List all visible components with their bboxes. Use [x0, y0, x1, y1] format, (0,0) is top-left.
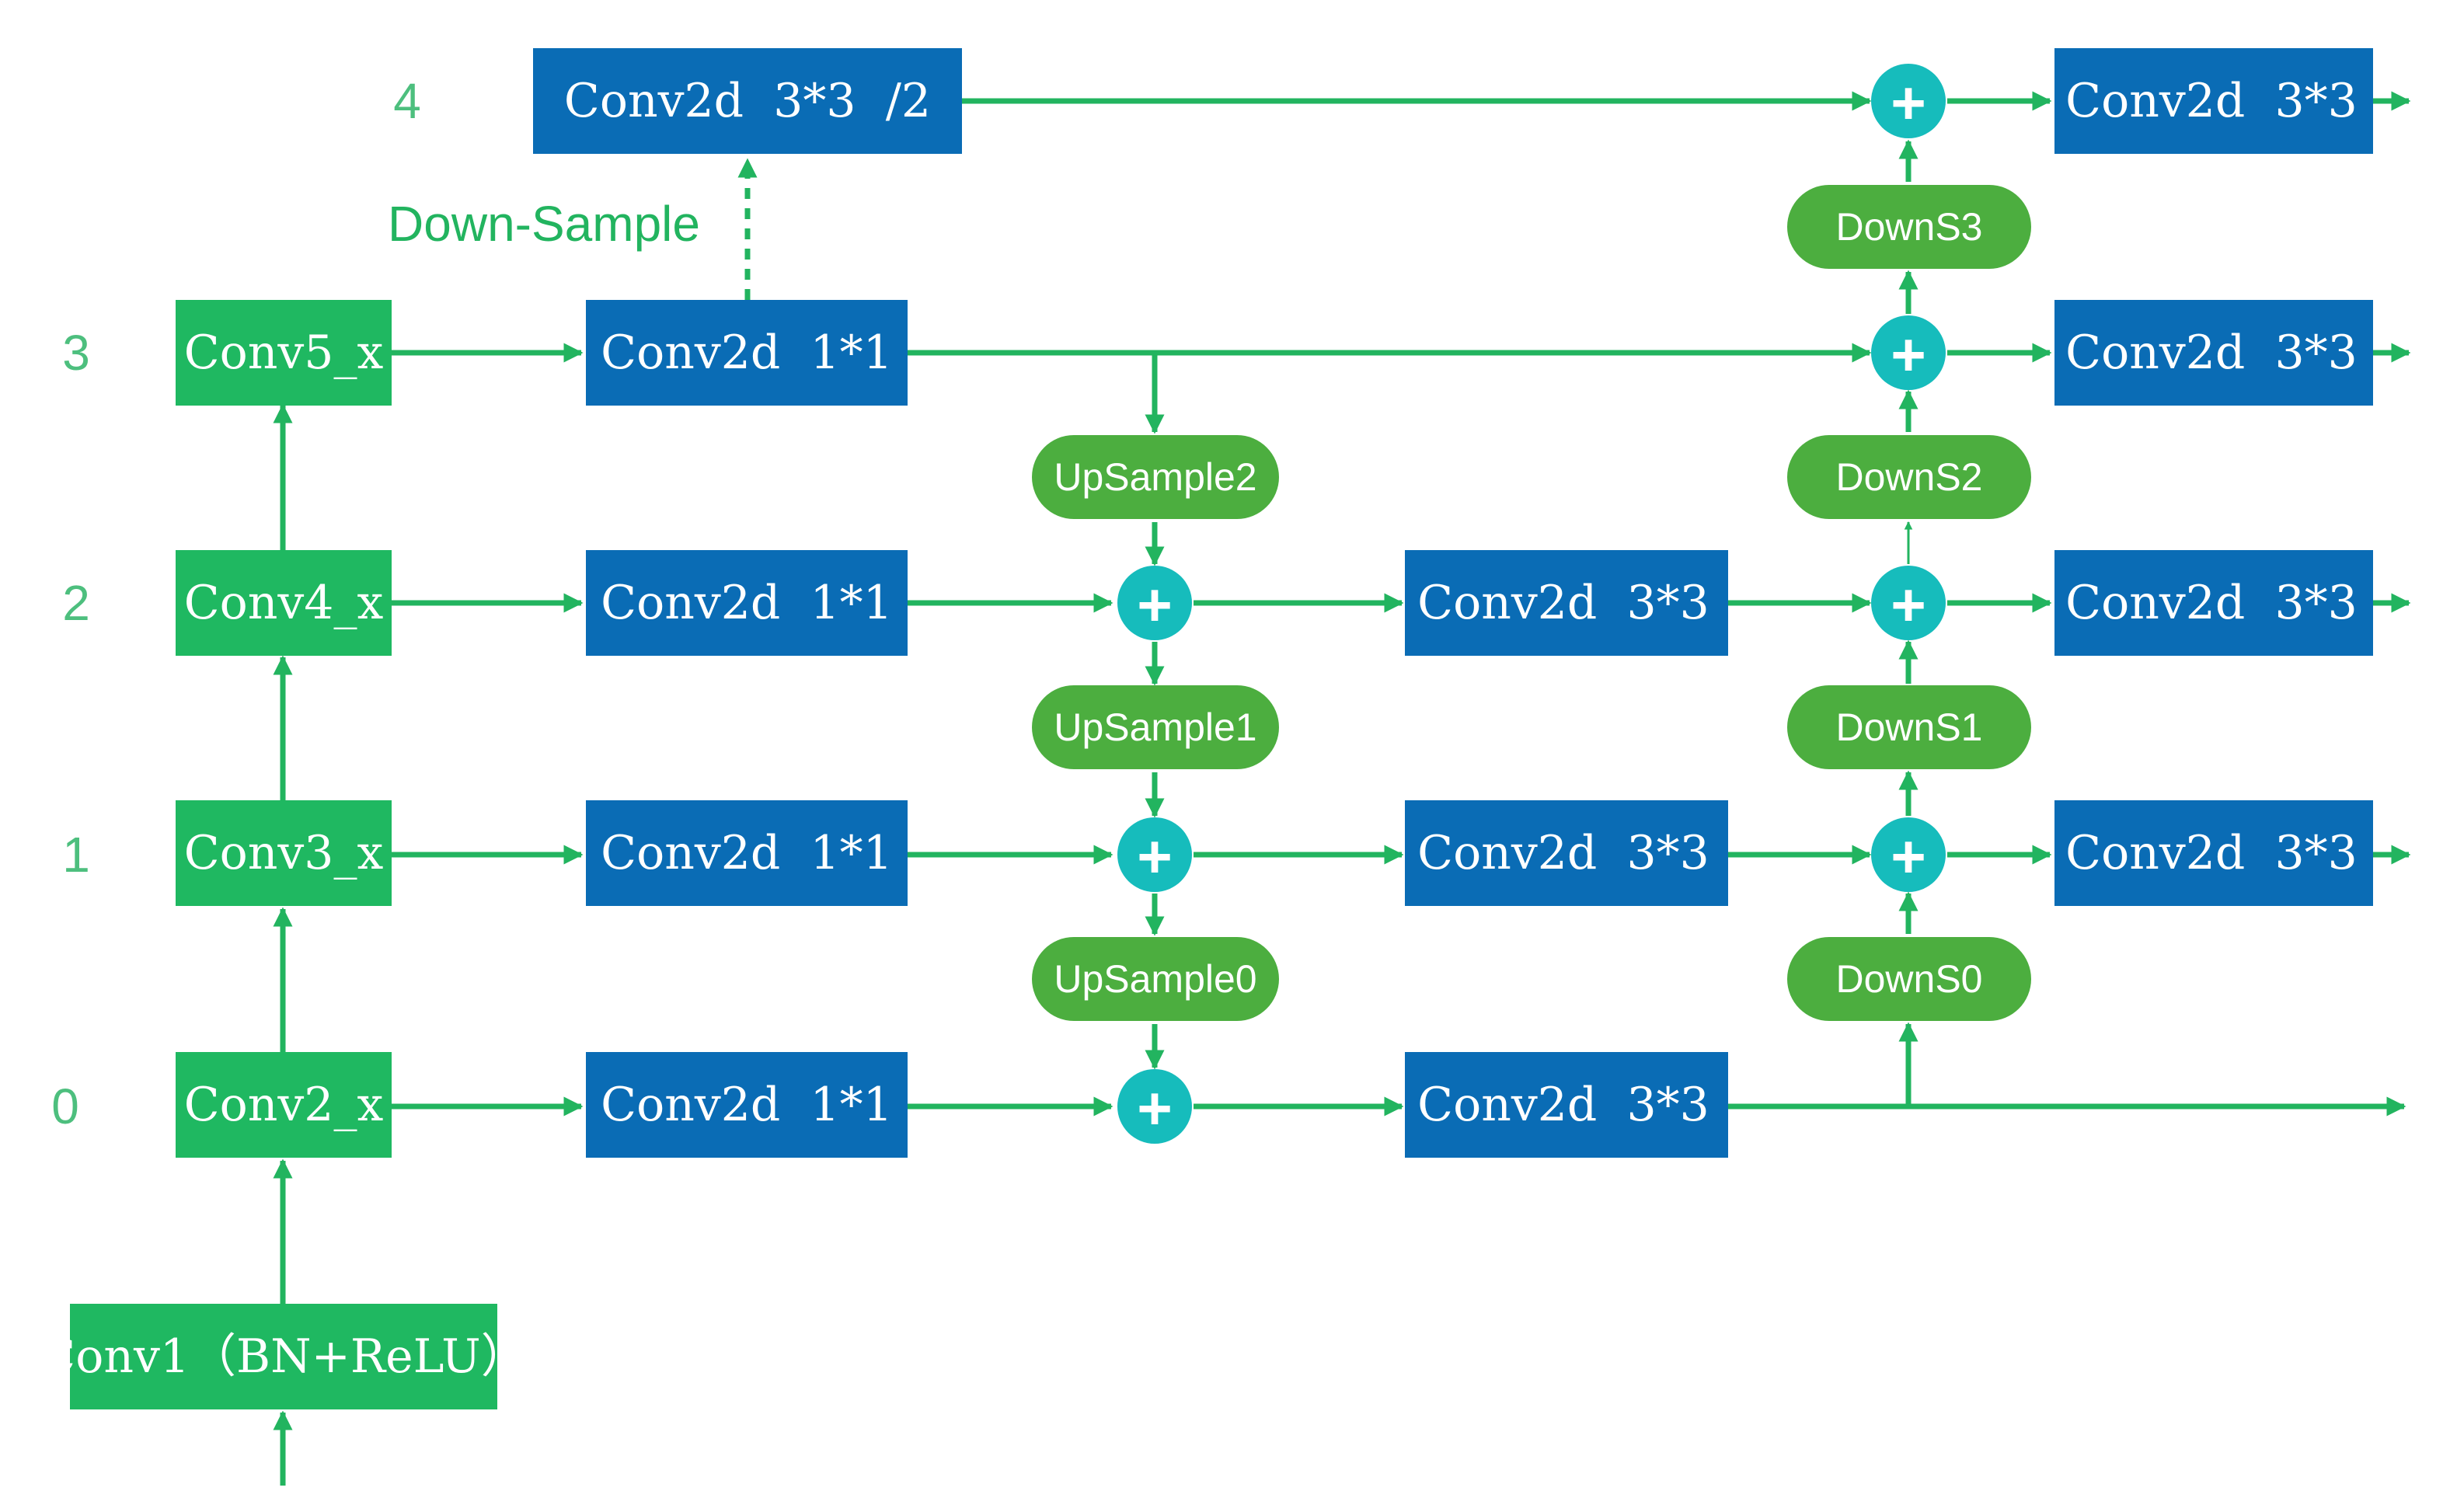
upsample-nodes: UpSample2 UpSample1 UpSample0 [1032, 435, 1279, 1021]
smooth-conv-level-2: Conv2d 3*3 [1405, 550, 1728, 656]
add-topdown-level-1-symbol: + [1137, 822, 1173, 890]
edges [273, 91, 2411, 1486]
downs-1-label: DownS1 [1836, 705, 1983, 749]
upsample-1: UpSample1 [1032, 685, 1279, 769]
upsample-0-label: UpSample0 [1054, 957, 1256, 1001]
level-label-2: 2 [62, 575, 90, 631]
add-bottomup-level-2-symbol: + [1891, 570, 1926, 639]
lateral-conv-level-1-label: Conv2d 1*1 [601, 826, 893, 880]
smooth-convs: Conv2d 3*3 Conv2d 3*3 Conv2d 3*3 [1405, 550, 1728, 1158]
lateral-conv-level-0: Conv2d 1*1 [586, 1052, 908, 1158]
conv3-x: Conv3_x [176, 800, 392, 906]
conv4-x: Conv4_x [176, 550, 392, 656]
conv2-x-label: Conv2_x [184, 1078, 384, 1132]
add-topdown-level-2: + [1117, 566, 1192, 640]
add-topdown-level-1: + [1117, 817, 1192, 892]
output-conv-level-1-label: Conv2d 3*3 [2065, 826, 2358, 880]
downsample-conv-level-4-label: Conv2d 3*3 /2 [564, 74, 931, 128]
output-conv-level-3-label: Conv2d 3*3 [2065, 326, 2358, 380]
downsample-nodes: DownS3 DownS2 DownS1 DownS0 [1787, 185, 2031, 1021]
lateral-conv-level-1: Conv2d 1*1 [586, 800, 908, 906]
add-bottomup-level-2: + [1871, 566, 1946, 640]
output-conv-level-2-label: Conv2d 3*3 [2065, 576, 2358, 630]
level-label-0: 0 [51, 1078, 79, 1134]
lateral-conv-level-0-label: Conv2d 1*1 [601, 1078, 893, 1132]
downs-0-label: DownS0 [1836, 957, 1983, 1001]
conv4-x-label: Conv4_x [184, 576, 384, 630]
output-convs: Conv2d 3*3 Conv2d 3*3 Conv2d 3*3 Conv2d … [2054, 48, 2373, 906]
upsample-2: UpSample2 [1032, 435, 1279, 519]
lateral-conv-level-3: Conv2d 1*1 [586, 300, 908, 406]
smooth-conv-level-0-label: Conv2d 3*3 [1417, 1078, 1709, 1132]
output-conv-level-3: Conv2d 3*3 [2054, 300, 2373, 406]
level-labels: 0 1 2 3 4 [51, 73, 421, 1134]
smooth-conv-level-1: Conv2d 3*3 [1405, 800, 1728, 906]
smooth-conv-level-1-label: Conv2d 3*3 [1417, 826, 1709, 880]
downs-3-label: DownS3 [1836, 205, 1983, 249]
level-label-1: 1 [62, 827, 90, 883]
smooth-conv-level-0: Conv2d 3*3 [1405, 1052, 1728, 1158]
downs-3: DownS3 [1787, 185, 2031, 269]
level-label-3: 3 [62, 325, 90, 381]
upsample-0: UpSample0 [1032, 937, 1279, 1021]
level-label-4: 4 [393, 73, 421, 129]
output-conv-level-4: Conv2d 3*3 [2054, 48, 2373, 154]
lateral-conv-level-2-label: Conv2d 1*1 [601, 576, 893, 630]
conv1-stem: Conv1（BN+ReLU） [40, 1304, 528, 1409]
upsample-1-label: UpSample1 [1054, 705, 1256, 749]
conv1-stem-label: Conv1（BN+ReLU） [40, 1329, 527, 1384]
backbone: Conv1（BN+ReLU） Conv2_x Conv3_x Conv4_x C… [40, 300, 528, 1409]
add-bottomup-level-4: + [1871, 64, 1946, 138]
add-bottomup-level-3: + [1871, 315, 1946, 390]
conv5-x: Conv5_x [176, 300, 392, 406]
add-bottomup-level-4-symbol: + [1891, 68, 1926, 137]
downs-0: DownS0 [1787, 937, 2031, 1021]
conv5-x-label: Conv5_x [184, 326, 384, 380]
add-topdown-level-0: + [1117, 1069, 1192, 1144]
add-bottomup-level-3-symbol: + [1891, 320, 1926, 388]
add-topdown-level-0-symbol: + [1137, 1074, 1173, 1142]
smooth-conv-level-2-label: Conv2d 3*3 [1417, 576, 1709, 630]
down-sample-label: Down-Sample [388, 196, 700, 252]
downs-2: DownS2 [1787, 435, 2031, 519]
upsample-2-label: UpSample2 [1054, 455, 1256, 499]
downs-2-label: DownS2 [1836, 455, 1983, 499]
downsample-conv-level-4: Conv2d 3*3 /2 [533, 48, 962, 154]
lateral-convs: Conv2d 1*1 Conv2d 1*1 Conv2d 1*1 Conv2d … [533, 48, 962, 1158]
add-bottomup-level-1: + [1871, 817, 1946, 892]
add-nodes: + + + + + + + [1117, 64, 1946, 1144]
output-conv-level-2: Conv2d 3*3 [2054, 550, 2373, 656]
output-conv-level-4-label: Conv2d 3*3 [2065, 74, 2358, 128]
output-conv-level-1: Conv2d 3*3 [2054, 800, 2373, 906]
add-topdown-level-2-symbol: + [1137, 570, 1173, 639]
lateral-conv-level-2: Conv2d 1*1 [586, 550, 908, 656]
conv2-x: Conv2_x [176, 1052, 392, 1158]
add-bottomup-level-1-symbol: + [1891, 822, 1926, 890]
conv3-x-label: Conv3_x [184, 826, 384, 880]
lateral-conv-level-3-label: Conv2d 1*1 [601, 326, 893, 380]
downs-1: DownS1 [1787, 685, 2031, 769]
